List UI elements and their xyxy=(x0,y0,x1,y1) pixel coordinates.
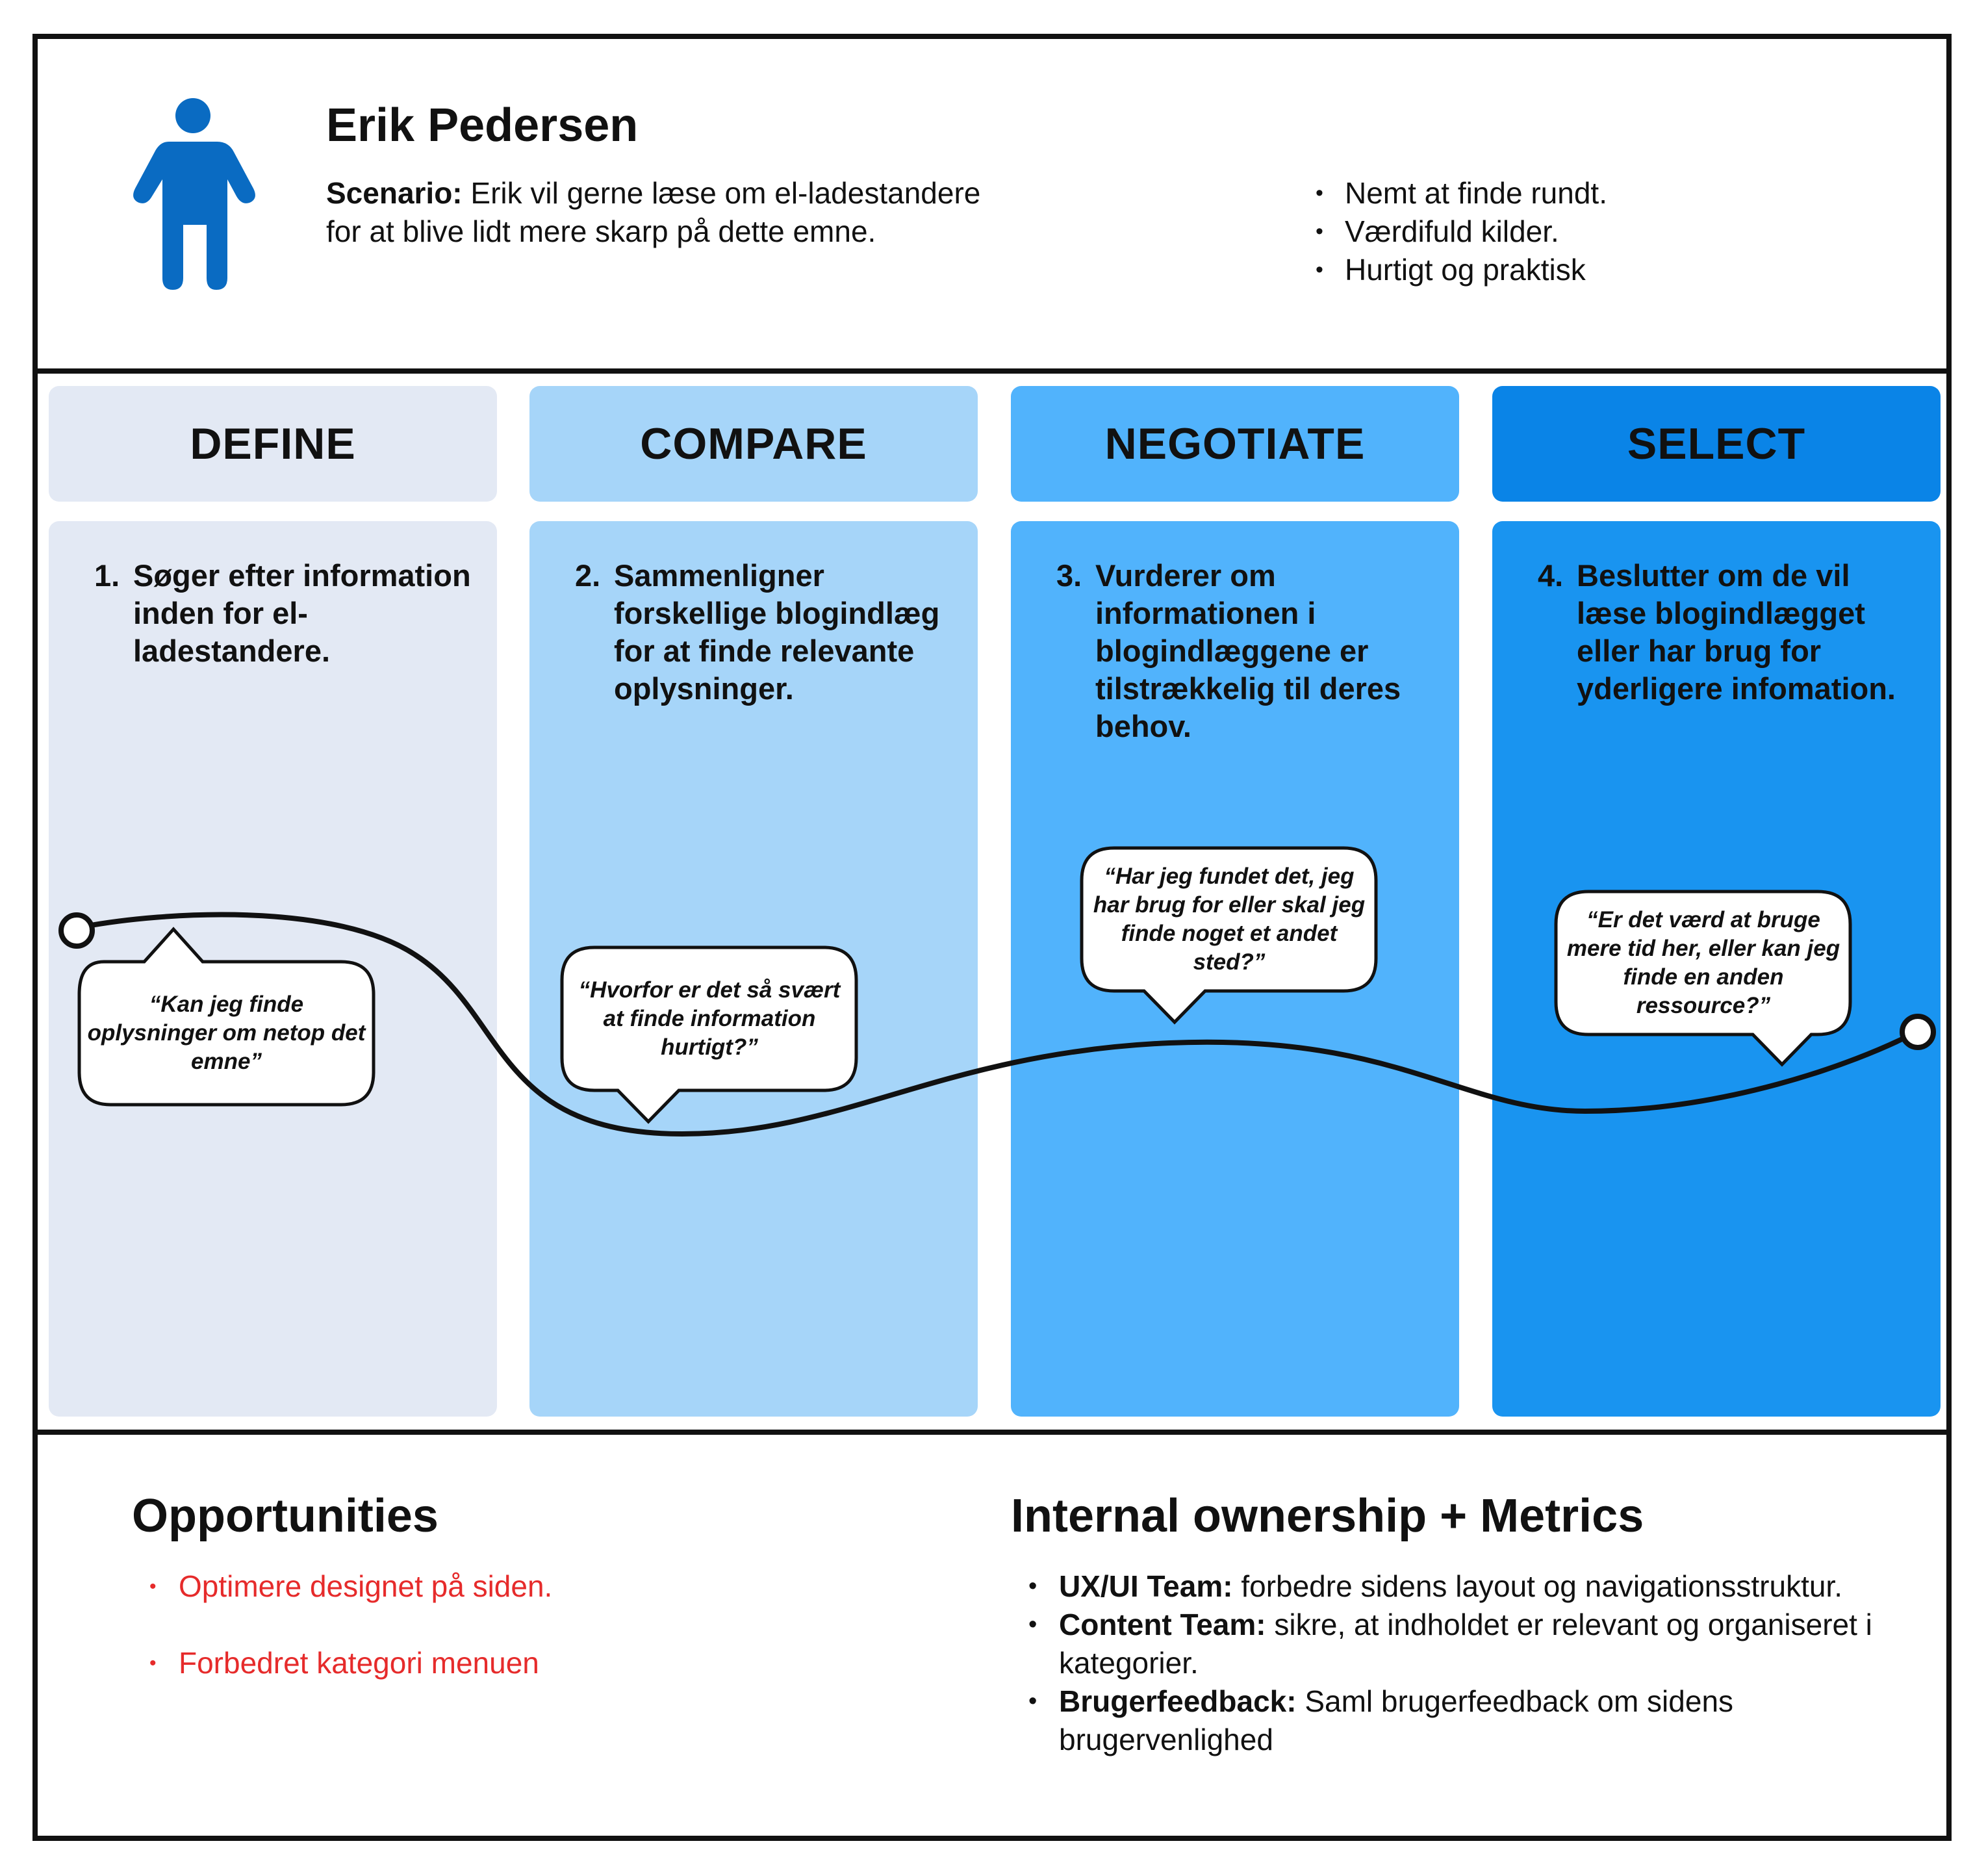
quote-define: “Kan jeg finde oplysninger om netop det … xyxy=(87,992,366,1074)
journey-line xyxy=(74,912,1919,1137)
journey-start-point xyxy=(58,912,95,949)
step-number: 1. xyxy=(94,558,120,593)
scenario-description: Erik vil gerne læse om el-ladestandere f… xyxy=(326,176,981,248)
speech-bubble-compare xyxy=(560,945,858,1124)
step-number: 4. xyxy=(1538,558,1564,593)
goal-item: Nemt at finde rundt. xyxy=(1316,174,1607,212)
quote-compare: “Hvorfor er det så svært at finde inform… xyxy=(578,977,841,1060)
scenario-label: Scenario: xyxy=(326,176,463,210)
step-text: Beslutter om de vil læse blogindlægget e… xyxy=(1577,558,1896,706)
ownership-title: Internal ownership + Metrics xyxy=(1011,1490,1644,1542)
stage-header-define: DEFINE xyxy=(49,386,497,502)
step-number: 3. xyxy=(1056,558,1082,593)
stage-header-select: SELECT xyxy=(1492,386,1941,502)
step-text: Vurderer om informationen i blogindlægge… xyxy=(1095,558,1401,743)
speech-bubble-define xyxy=(77,927,376,1107)
goal-item: Hurtigt og praktisk xyxy=(1316,251,1607,289)
stage-step: 1. Søger efter information inden for el-… xyxy=(94,557,477,670)
stage-step: 3. Vurderer om informationen i blogindlæ… xyxy=(1056,557,1440,745)
ownership-team-label: Brugerfeedback: xyxy=(1059,1684,1297,1718)
stage-header-negotiate: NEGOTIATE xyxy=(1011,386,1459,502)
ownership-item: Content Team: sikre, at indholdet er rel… xyxy=(1025,1606,1883,1682)
stage-header-compare: COMPARE xyxy=(529,386,978,502)
opportunity-item: Forbedret kategori menuen xyxy=(146,1644,552,1682)
stage-step: 2. Sammenligner forskellige blogindlæg f… xyxy=(575,557,958,708)
step-text: Sammenligner forskellige blogindlæg for … xyxy=(614,558,940,706)
opportunity-item: Optimere designet på siden. xyxy=(146,1567,552,1606)
ownership-item: UX/UI Team: forbedre sidens layout og na… xyxy=(1025,1567,1883,1606)
journey-end-point xyxy=(1900,1014,1936,1050)
step-number: 2. xyxy=(575,558,601,593)
ownership-team-text: Saml brugerfeedback om sidens brugervenl… xyxy=(1059,1684,1734,1756)
stage-step: 4. Beslutter om de vil læse blogindlægge… xyxy=(1538,557,1921,708)
ownership-list: UX/UI Team: forbedre sidens layout og na… xyxy=(1025,1567,1883,1759)
opportunities-title: Opportunities xyxy=(132,1490,439,1542)
ownership-team-text: sikre, at indholdet er relevant og organ… xyxy=(1059,1608,1872,1680)
ownership-item: Brugerfeedback: Saml brugerfeedback om s… xyxy=(1025,1682,1883,1759)
footer-divider xyxy=(32,1430,1952,1435)
speech-bubble-negotiate xyxy=(1080,846,1378,1025)
scenario-text: Scenario: Erik vil gerne læse om el-lade… xyxy=(326,174,1002,251)
journey-map-frame xyxy=(32,34,1952,1841)
quote-negotiate: “Har jeg fundet det, jeg har brug for el… xyxy=(1093,864,1366,975)
persona-name: Erik Pedersen xyxy=(326,99,639,151)
persona-goals: Nemt at finde rundt. Værdifuld kilder. H… xyxy=(1316,174,1607,289)
ownership-team-label: Content Team: xyxy=(1059,1608,1266,1641)
opportunities-list: Optimere designet på siden. Forbedret ka… xyxy=(146,1567,552,1721)
speech-bubble-select xyxy=(1554,890,1852,1067)
ownership-team-label: UX/UI Team: xyxy=(1059,1569,1233,1603)
ownership-team-text: forbedre sidens layout og navigationsstr… xyxy=(1241,1569,1842,1603)
step-text: Søger efter information inden for el-lad… xyxy=(133,558,471,668)
header-divider xyxy=(32,368,1952,374)
goal-item: Værdifuld kilder. xyxy=(1316,212,1607,251)
person-icon xyxy=(130,97,260,296)
quote-select: “Er det værd at bruge mere tid her, elle… xyxy=(1566,907,1840,1018)
